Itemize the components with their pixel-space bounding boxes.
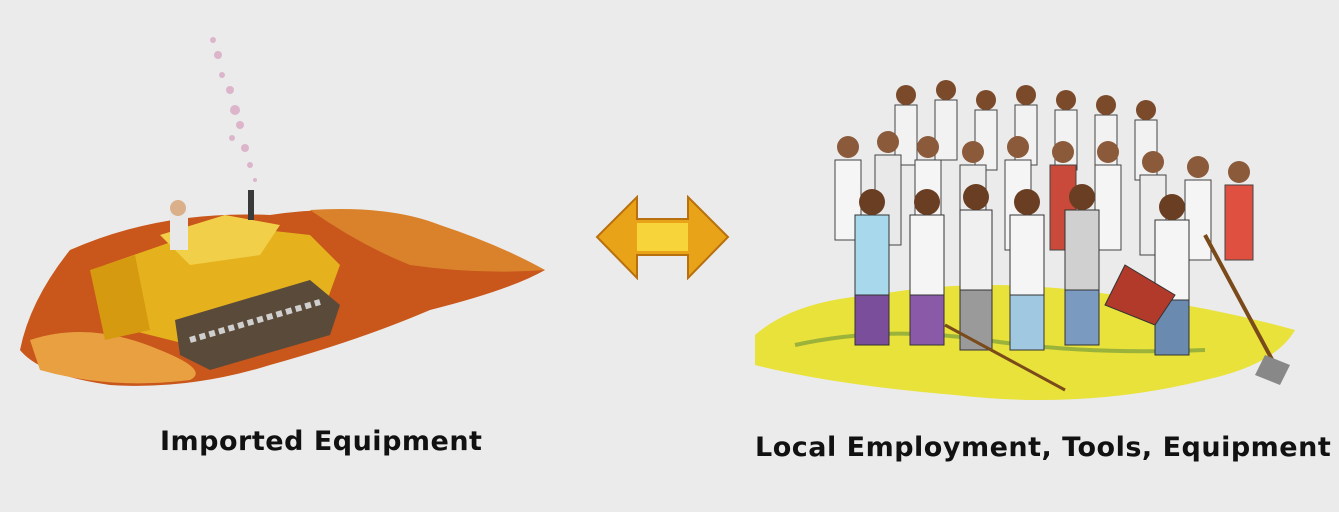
imported-equipment-caption: Imported Equipment (160, 426, 483, 457)
workers (834, 80, 1290, 392)
bulldozer-illustration (20, 37, 545, 386)
bulldozer (90, 190, 340, 370)
double-arrow-icon (595, 195, 730, 280)
local-employment-caption: Local Employment, Tools, Equipment (755, 432, 1332, 463)
workers-crowd-illustration (755, 80, 1295, 400)
smoke (210, 37, 257, 182)
